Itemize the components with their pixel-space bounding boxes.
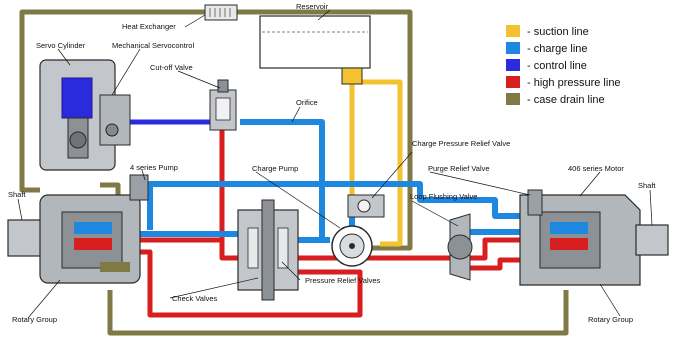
legend-label-charge: - charge line (527, 43, 588, 55)
label-rotary-group-right: Rotary Group (588, 315, 633, 324)
label-loop-flushing-valve: Loop Flushing Valve (410, 192, 477, 201)
label-charge-pressure-relief-valve: Charge Pressure Relief Valve (412, 139, 510, 148)
charge-pump (331, 225, 373, 267)
legend-swatch-charge (506, 42, 520, 54)
label-orifice: Orifice (296, 98, 318, 107)
label-charge-pressure-relief-valve-text: Charge Pressure Relief Valve (412, 139, 510, 148)
label-heat-exchanger: Heat Exchanger (122, 22, 176, 31)
label-pump-series: 4 series Pump (130, 163, 178, 172)
legend-swatch-case-drain (506, 93, 520, 105)
label-mechanical-servocontrol: Mechanical Servocontrol (112, 41, 194, 50)
legend-swatch-suction (506, 25, 520, 37)
high-pressure-lines (140, 130, 545, 318)
label-check-valves: Check Valves (172, 294, 218, 303)
pump-body (7, 174, 149, 284)
label-rotary-group-left: Rotary Group (12, 315, 57, 324)
reservoir (259, 15, 371, 85)
legend-label-high-pressure: - high pressure line (527, 77, 621, 89)
charge-pressure-relief-valve (347, 194, 385, 218)
label-charge-pump: Charge Pump (252, 164, 298, 173)
label-reservoir: Reservoir (296, 2, 329, 11)
label-motor-series: 406 series Motor (568, 164, 624, 173)
servo-cylinder (39, 59, 131, 171)
legend-label-suction: - suction line (527, 26, 589, 38)
legend: - suction line - charge line - control l… (506, 25, 621, 106)
right-shaft (635, 224, 669, 256)
reservoir-filter (341, 67, 363, 85)
suction-lines (349, 79, 403, 247)
label-shaft-left: Shaft (8, 190, 26, 199)
labels: Heat Exchanger Reservoir Servo Cylinder … (8, 2, 656, 324)
label-pressure-relief-valves: Pressure Relief Valves (305, 276, 381, 285)
label-servo-cylinder: Servo Cylinder (36, 41, 86, 50)
legend-swatch-control (506, 59, 520, 71)
leader-lines (17, 9, 653, 319)
cutoff-valve (209, 79, 237, 131)
label-cutoff-valve: Cut-off Valve (150, 63, 193, 72)
legend-label-case-drain: - case drain line (527, 94, 605, 106)
check-valve-block (237, 199, 299, 301)
charge-lines (140, 119, 560, 243)
motor-body (519, 189, 669, 286)
legend-label-control: - control line (527, 60, 587, 72)
heat-exchanger (204, 4, 238, 21)
mechanical-servocontrol-body (99, 94, 131, 146)
label-shaft-right: Shaft (638, 181, 656, 190)
purge-relief-valve-body (527, 189, 543, 216)
legend-swatch-high-pressure (506, 76, 520, 88)
loop-flushing-valve (447, 213, 473, 281)
label-purge-relief-valve: Purge Relief Valve (428, 164, 490, 173)
